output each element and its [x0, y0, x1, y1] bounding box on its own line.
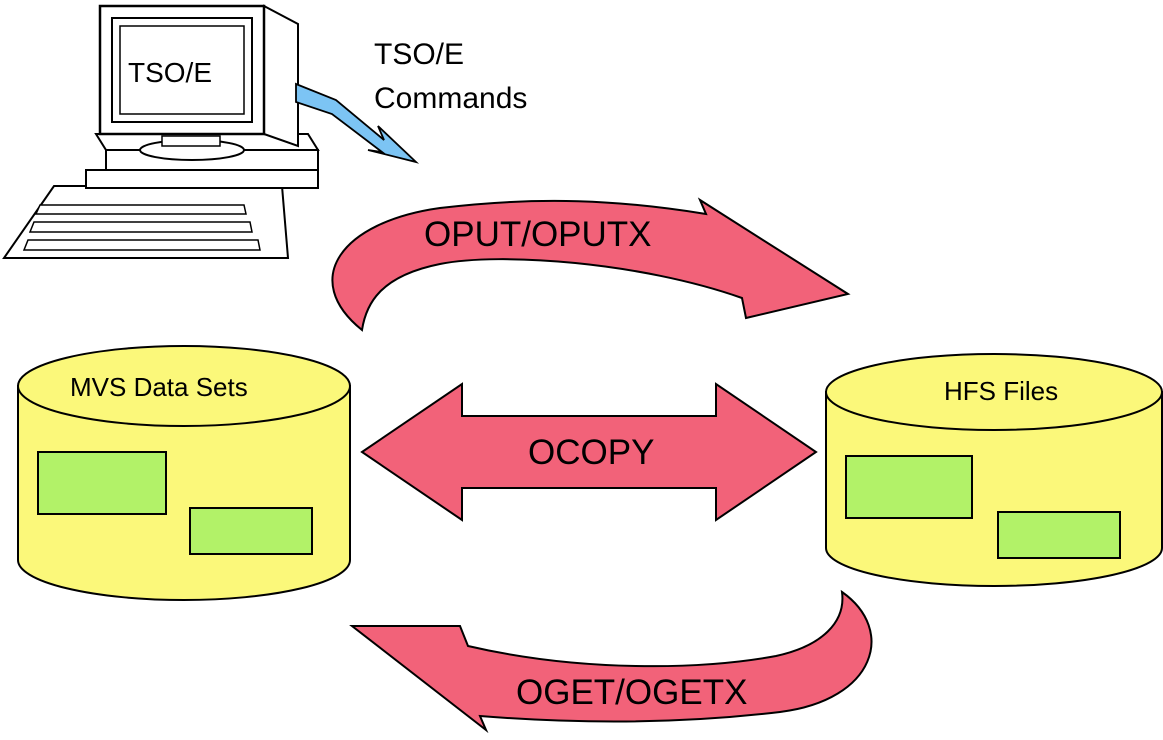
ocopy-label: OCOPY — [528, 433, 654, 472]
terminal-screen-label: TSO/E — [128, 57, 212, 88]
oput-label: OPUT/OPUTX — [424, 215, 652, 254]
terminal-icon: TSO/E — [2, 4, 320, 259]
hfs-data-block-2 — [997, 511, 1121, 559]
mvs-data-block-1 — [37, 451, 167, 515]
keyboard — [2, 185, 290, 259]
command-pointer-arrow — [295, 82, 420, 164]
oput-arrow — [331, 197, 851, 332]
oget-label: OGET/OGETX — [516, 673, 747, 712]
mvs-cylinder: MVS Data Sets — [17, 345, 351, 601]
commands-label-line2: Commands — [374, 82, 527, 115]
ocopy-arrow — [360, 382, 818, 522]
hfs-label: HFS Files — [944, 376, 1058, 406]
monitor-stand — [139, 135, 245, 161]
mvs-data-block-2 — [189, 507, 313, 555]
commands-label-line1: TSO/E — [374, 38, 464, 71]
hfs-data-block-1 — [845, 455, 973, 519]
oget-arrow — [349, 589, 873, 734]
monitor — [98, 4, 299, 148]
mvs-label: MVS Data Sets — [70, 372, 248, 402]
hfs-cylinder: HFS Files — [825, 353, 1163, 587]
